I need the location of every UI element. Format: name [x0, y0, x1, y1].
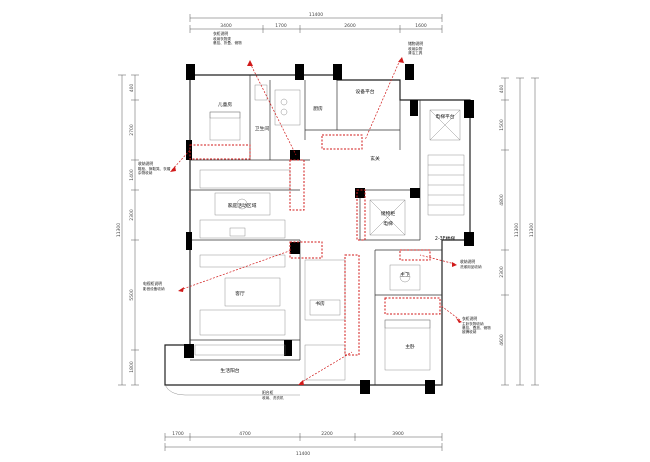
- note-right-low-line-3: 被褥收纳: [462, 329, 477, 334]
- note-right-mid: 收纳说明 洗漱用品收纳: [460, 259, 482, 269]
- dim-right-outer: 11300: [529, 223, 535, 237]
- dim-right-seg-5: 4600: [499, 334, 505, 346]
- dim-top-seg-4: 1600: [415, 23, 427, 29]
- dim-left-total: 11300: [116, 223, 122, 237]
- note-left-mid-line-2: 杂物收纳: [138, 170, 153, 175]
- dim-right-seg-2: 1500: [499, 119, 505, 131]
- exterior-walls: [164, 74, 471, 386]
- note-left-low-title: 电视柜说明: [143, 281, 162, 286]
- interior-walls: [190, 75, 442, 385]
- dim-left-seg-5: 5500: [129, 289, 135, 301]
- dimension-right: [501, 77, 539, 386]
- note-right-mid-line-1: 洗漱用品收纳: [460, 264, 482, 269]
- dim-bottom-seg-3: 2200: [321, 431, 333, 437]
- room-label-elevator: 电梯: [383, 220, 393, 227]
- room-label-elevator-hall: 电梯平台: [435, 113, 454, 120]
- room-label-living-dining: 家庭活动区域: [228, 202, 257, 209]
- arrow-heads: [170, 57, 462, 385]
- dim-bottom-seg-4: 3900: [392, 431, 404, 437]
- room-label-master-bedroom: 主卧: [405, 343, 415, 350]
- room-label-equipment-platform: 设备平台: [355, 88, 374, 95]
- note-right-low: 衣柜说明 主卧衣物收纳 悬挂、叠放、储物 被褥收纳: [462, 316, 491, 334]
- note-top-right: 储物说明 收纳杂物 清洁工具: [408, 41, 423, 55]
- dim-right-total: 11300: [514, 223, 520, 237]
- note-right-low-line-1: 主卧衣物收纳: [462, 321, 484, 326]
- note-left-mid: 收纳说明 鞋柜、换鞋凳、衣帽 杂物收纳: [138, 161, 171, 175]
- room-label-children-room: 儿童房: [218, 101, 233, 108]
- dim-top-seg-2: 1700: [275, 23, 287, 29]
- furniture: [164, 84, 465, 396]
- room-label-entrance: 玄关: [370, 155, 380, 162]
- room-label-kitchen: 厨房: [313, 105, 323, 112]
- dim-top-seg-1: 3400: [220, 23, 232, 29]
- dim-right-seg-1: 400: [499, 85, 505, 94]
- note-right-low-line-2: 悬挂、叠放、储物: [462, 325, 491, 330]
- note-bottom: 阳台柜 收纳、洗衣机: [262, 390, 284, 400]
- room-label-study: 书房: [315, 300, 325, 307]
- callout-boxes: [189, 134, 441, 356]
- room-label-balcony: 生活阳台: [220, 367, 239, 374]
- note-bottom-line-1: 收纳、洗衣机: [262, 395, 284, 400]
- dim-left-seg-6: 1800: [129, 361, 135, 373]
- dim-right-seg-3: 4800: [499, 194, 505, 206]
- structural-columns: [184, 64, 474, 394]
- note-top-right-title: 储物说明: [408, 41, 423, 46]
- note-left-low-line-1: 影音设备收纳: [143, 286, 165, 291]
- room-label-living-room: 客厅: [235, 290, 245, 297]
- dimension-bottom: [164, 433, 443, 451]
- note-right-mid-title: 收纳说明: [460, 259, 475, 264]
- room-label-bath-2: 主卫: [400, 271, 410, 278]
- note-top-right-line-1: 收纳杂物: [408, 46, 423, 51]
- dim-right-seg-4: 2300: [499, 266, 505, 278]
- note-right-low-title: 衣柜说明: [462, 316, 477, 321]
- note-top-left-line-2: 悬挂、折叠、储物: [213, 40, 242, 45]
- room-label-storage: 储物柜: [381, 210, 396, 217]
- dim-left-seg-2: 2700: [129, 124, 135, 136]
- dim-left-seg-4: 2300: [129, 209, 135, 221]
- note-top-left-line-1: 收纳衣物类: [213, 36, 231, 41]
- dimension-left: [118, 74, 139, 386]
- dimension-top: [189, 14, 443, 33]
- note-top-left-title: 衣柜说明: [213, 31, 228, 36]
- dim-top-seg-3: 2600: [344, 23, 356, 29]
- room-label-toilet: 卫生间: [255, 125, 270, 132]
- dim-top-total: 11400: [309, 12, 323, 18]
- dim-left-seg-1: 400: [129, 84, 135, 93]
- note-left-mid-line-1: 鞋柜、换鞋凳、衣帽: [138, 166, 171, 171]
- note-left-mid-title: 收纳说明: [138, 161, 153, 166]
- note-top-right-line-2: 清洁工具: [408, 50, 423, 55]
- note-left-low: 电视柜说明 影音设备收纳: [143, 281, 165, 291]
- note-top-left: 衣柜说明 收纳衣物类 悬挂、折叠、储物: [213, 31, 242, 45]
- dim-bottom-seg-1: 1700: [172, 431, 184, 437]
- note-bottom-title: 阳台柜: [262, 390, 274, 395]
- room-label-stair: 2-3F楼梯: [435, 235, 455, 242]
- dim-bottom-total: 11400: [296, 451, 310, 457]
- dim-left-seg-3: 1400: [129, 169, 135, 181]
- dim-bottom-seg-2: 4700: [239, 431, 251, 437]
